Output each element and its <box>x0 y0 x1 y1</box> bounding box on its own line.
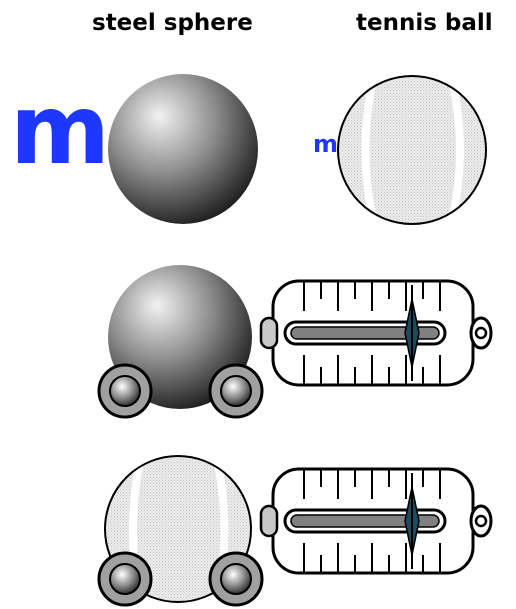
mass-symbol-large: m <box>10 74 111 186</box>
steel-sphere-icon <box>108 74 258 224</box>
steel-sphere-cart <box>97 265 493 419</box>
spring-scale-icon <box>259 467 493 575</box>
mass-symbol-small: m <box>313 130 339 158</box>
wheel-icon <box>97 363 153 419</box>
wheel-icon <box>208 363 264 419</box>
tennis-ball-icon <box>337 75 487 225</box>
steel-sphere-heading: steel sphere <box>92 10 253 36</box>
wheel-icon <box>97 551 153 607</box>
spring-scale-icon <box>259 279 493 387</box>
tennis-ball-heading: tennis ball <box>356 10 493 36</box>
tennis-ball-cart <box>97 455 493 607</box>
wheel-icon <box>208 551 264 607</box>
